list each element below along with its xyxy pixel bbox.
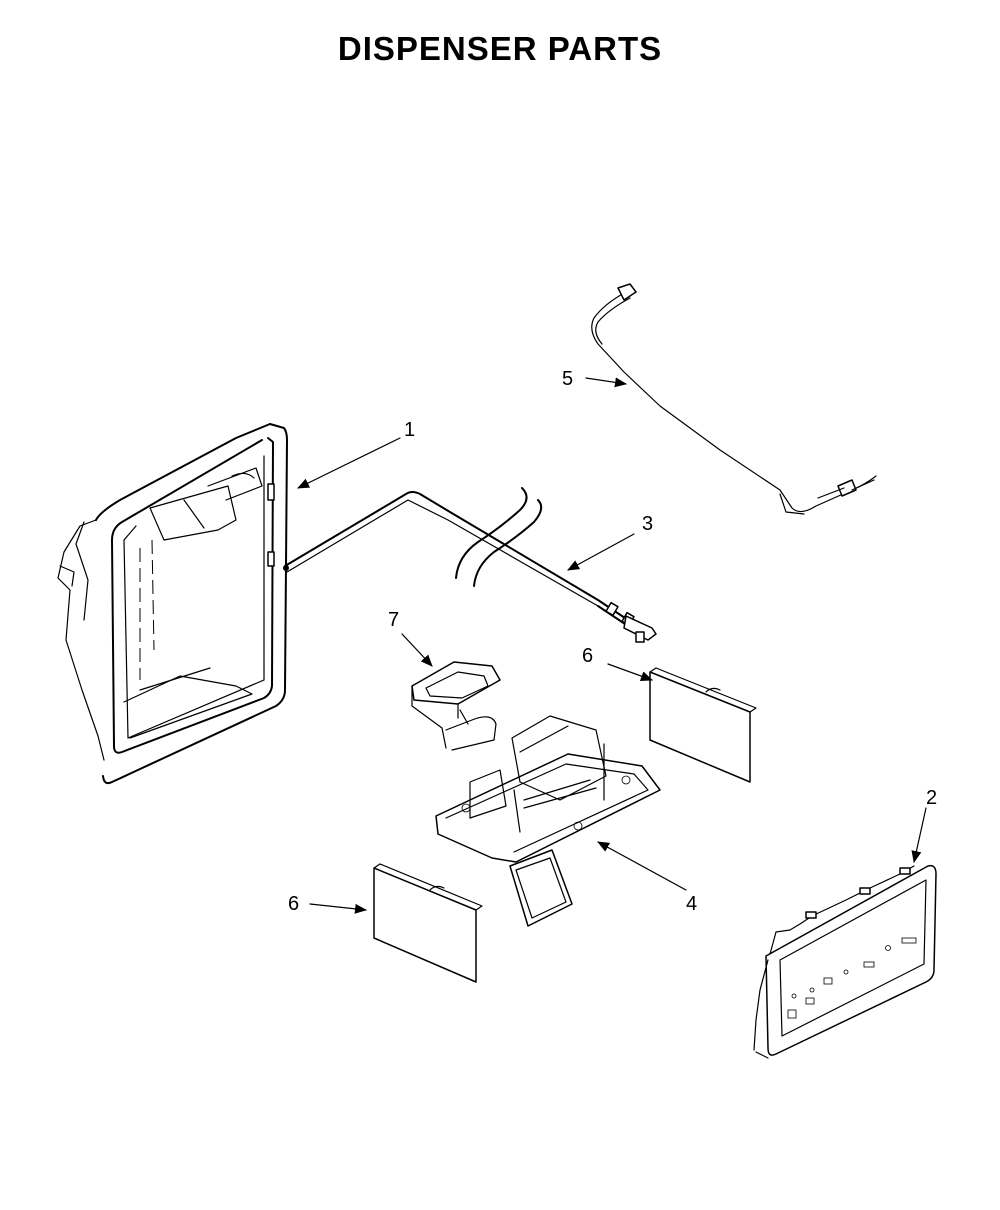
arrow-1 bbox=[297, 437, 401, 489]
page-title: DISPENSER PARTS bbox=[337, 30, 663, 67]
callout-1: 1 bbox=[404, 419, 415, 441]
callout-6-right: 6 bbox=[582, 645, 593, 667]
callout-7: 7 bbox=[388, 609, 399, 631]
pad-left-part bbox=[373, 863, 483, 983]
housing-part bbox=[57, 423, 288, 785]
callout-6-left: 6 bbox=[288, 893, 299, 915]
arrow-7 bbox=[401, 633, 433, 667]
dispenser-assembly-part bbox=[435, 715, 661, 927]
arrow-6-left bbox=[309, 903, 367, 914]
arrow-3 bbox=[567, 533, 635, 571]
door-flap-part bbox=[411, 661, 501, 751]
callout-4: 4 bbox=[686, 893, 697, 915]
water-tube-part bbox=[283, 487, 657, 643]
wire-harness-part bbox=[591, 283, 877, 515]
pad-right-part bbox=[649, 667, 757, 783]
callout-labels: 1 2 3 4 5 6 6 7 bbox=[288, 368, 937, 915]
arrow-6-right bbox=[607, 663, 653, 681]
callout-arrows bbox=[297, 377, 927, 914]
arrow-4 bbox=[597, 841, 687, 891]
arrow-5 bbox=[585, 377, 627, 388]
callout-3: 3 bbox=[642, 513, 653, 535]
callout-2: 2 bbox=[926, 787, 937, 809]
arrow-2 bbox=[911, 807, 927, 863]
control-panel-part bbox=[753, 864, 937, 1059]
callout-5: 5 bbox=[562, 368, 573, 390]
